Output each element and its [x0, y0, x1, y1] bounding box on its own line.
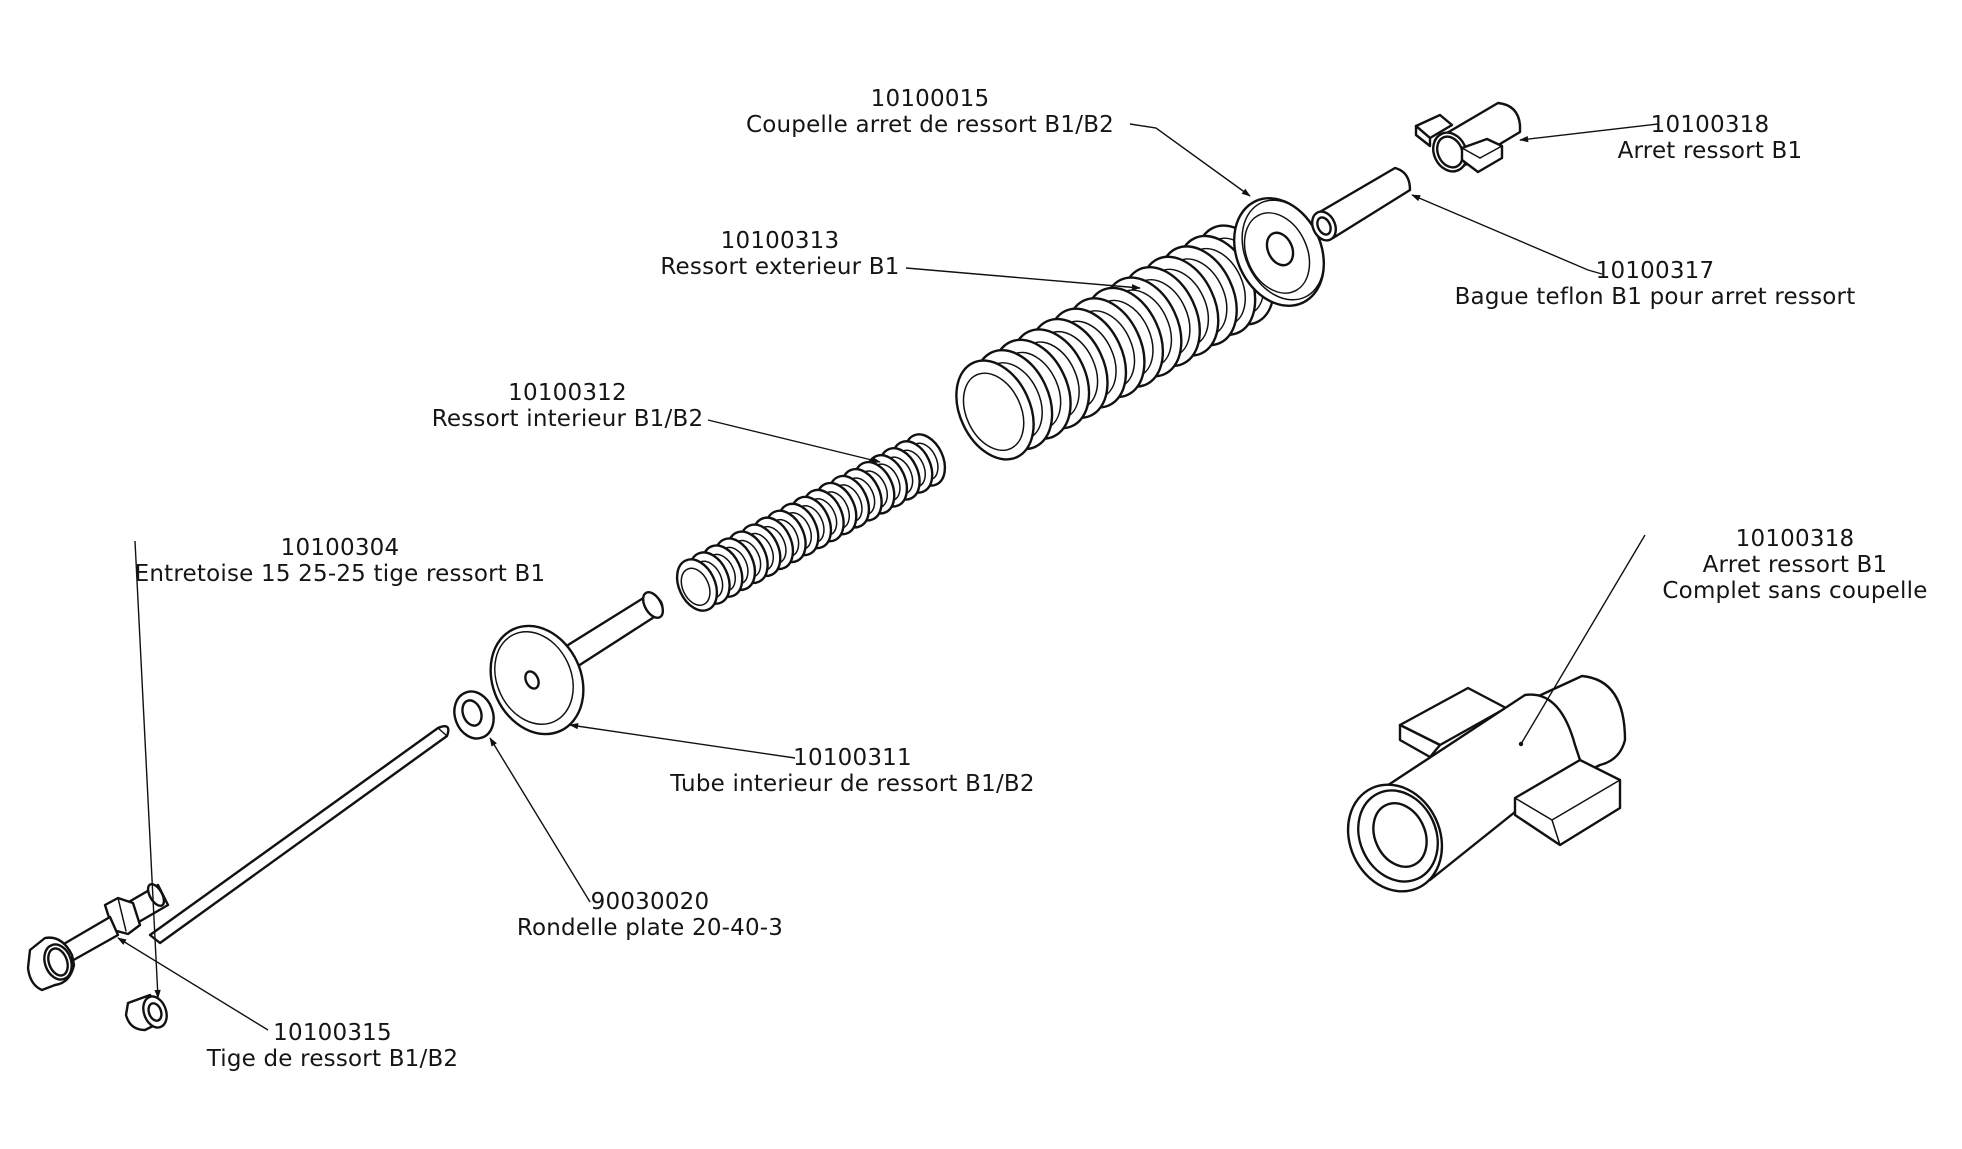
- callout-ressort-ext: 10100313 Ressort exterieur B1: [655, 228, 905, 280]
- spring-coil-inner: [962, 372, 1025, 452]
- rondelle-plate-part: [453, 690, 495, 740]
- arret-ressort-complet-part: [1346, 674, 1627, 893]
- leader-tube: [569, 723, 796, 759]
- part-number: 10100312: [508, 380, 627, 406]
- part-description: Rondelle plate 20-40-3: [516, 915, 784, 941]
- leader-ressort-ext: [905, 267, 1141, 291]
- part-description: Entretoise 15 25-25 tige ressort B1: [134, 561, 546, 587]
- part-description: Arret ressort B1: [1702, 552, 1888, 578]
- ressort-interieur-part: [675, 433, 947, 612]
- part-number: 10100015: [870, 86, 990, 112]
- bague-teflon-part: [1310, 166, 1412, 242]
- tube-interieur-part: [489, 591, 665, 736]
- leader-coupelle: [1129, 123, 1251, 197]
- leader-entretoise: [134, 540, 161, 999]
- entretoise-part: [124, 993, 168, 1032]
- arret-ressort-small-part: [1414, 101, 1522, 174]
- part-number: 90030020: [590, 889, 710, 915]
- spring-coil-inner: [680, 567, 711, 606]
- part-description: Tige de ressort B1/B2: [206, 1046, 459, 1072]
- callout-coupelle: 10100015 Coupelle arret de ressort B1/B2: [720, 86, 1140, 138]
- tige-de-ressort-part: [26, 725, 450, 992]
- leader-lines: [117, 123, 1659, 1031]
- callout-arret-top: 10100318 Arret ressort B1: [1610, 112, 1810, 164]
- part-description: Coupelle arret de ressort B1/B2: [745, 112, 1115, 138]
- leader-rondelle: [489, 737, 591, 903]
- part-number: 10100318: [1735, 526, 1855, 552]
- leader-arret-complet: [1520, 534, 1646, 745]
- callout-rondelle: 90030020 Rondelle plate 20-40-3: [505, 889, 795, 941]
- callout-ressort-int: 10100312 Ressort interieur B1/B2: [425, 380, 710, 432]
- callout-entretoise: 10100304 Entretoise 15 25-25 tige ressor…: [130, 535, 550, 587]
- part-number: 10100317: [1595, 258, 1715, 284]
- part-number: 10100304: [280, 535, 400, 561]
- part-number: 10100315: [273, 1020, 392, 1046]
- ressort-exterieur-part: [955, 224, 1275, 461]
- part-description: Bague teflon B1 pour arret ressort: [1454, 284, 1856, 310]
- part-number: 10100318: [1650, 112, 1770, 138]
- part-number: 10100313: [720, 228, 840, 254]
- part-note: Complet sans coupelle: [1662, 578, 1928, 604]
- callout-bague: 10100317 Bague teflon B1 pour arret ress…: [1430, 258, 1880, 310]
- callout-tube: 10100311 Tube interieur de ressort B1/B2: [655, 745, 1050, 797]
- callout-tige: 10100315 Tige de ressort B1/B2: [195, 1020, 470, 1072]
- part-description: Ressort interieur B1/B2: [431, 406, 704, 432]
- part-description: Tube interieur de ressort B1/B2: [670, 771, 1035, 797]
- part-description: Ressort exterieur B1: [660, 254, 900, 280]
- leader-ressort-int: [707, 419, 881, 464]
- leader-tige: [117, 937, 269, 1031]
- leader-bague: [1411, 194, 1603, 275]
- leader-arret-top: [1519, 123, 1659, 143]
- part-description: Arret ressort B1: [1617, 138, 1803, 164]
- part-number: 10100311: [793, 745, 912, 771]
- callout-arret-complet: 10100318 Arret ressort B1 Complet sans c…: [1640, 526, 1950, 604]
